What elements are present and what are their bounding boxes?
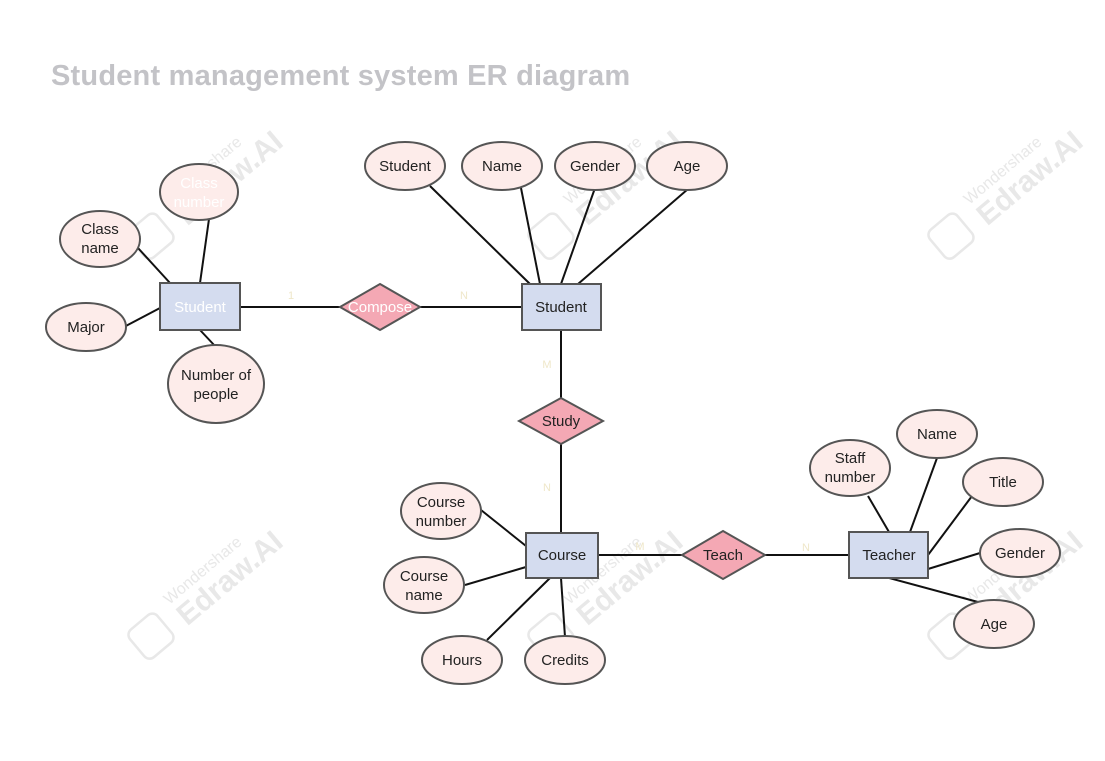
line-course-hours xyxy=(486,577,551,641)
attribute-course-number-line1: Course xyxy=(417,494,465,511)
attribute-student-number-label: Student xyxy=(379,158,432,175)
attribute-title[interactable]: Title xyxy=(962,457,1044,507)
entity-class[interactable]: Student xyxy=(159,282,241,331)
watermark-4: Wondershare Edraw.AI xyxy=(127,525,289,660)
attribute-number-of-people-line2: people xyxy=(193,386,238,403)
attribute-student-number[interactable]: Student xyxy=(364,141,446,191)
line-teacher-name xyxy=(909,457,938,533)
attribute-class-number[interactable]: Class number xyxy=(159,163,239,221)
line-course-credits xyxy=(560,577,566,638)
attribute-teacher-gender-label: Gender xyxy=(995,545,1045,562)
attribute-teacher-name-label: Name xyxy=(917,426,957,443)
attribute-student-age-label: Age xyxy=(674,158,701,175)
cardinality-study-course: N xyxy=(543,482,551,494)
cardinality-compose-student: N xyxy=(460,290,468,302)
entity-course[interactable]: Course xyxy=(525,532,599,579)
cardinality-teach-teacher: N xyxy=(802,542,810,554)
line-student-studentno xyxy=(429,185,531,285)
attribute-course-name[interactable]: Course name xyxy=(383,556,465,614)
attribute-course-number[interactable]: Course number xyxy=(400,482,482,540)
attribute-hours[interactable]: Hours xyxy=(421,635,503,685)
entity-teacher[interactable]: Teacher xyxy=(848,531,929,579)
cardinality-study-student: M xyxy=(542,359,551,371)
line-teacher-gender xyxy=(927,552,981,570)
line-teacher-age xyxy=(888,577,979,603)
attribute-student-age[interactable]: Age xyxy=(646,141,728,191)
attribute-major[interactable]: Major xyxy=(45,302,127,352)
attribute-hours-label: Hours xyxy=(442,652,482,669)
line-class-classnumber xyxy=(199,218,210,284)
attribute-course-name-line2: name xyxy=(405,587,443,604)
line-teacher-title xyxy=(927,495,973,556)
attribute-student-name-label: Name xyxy=(482,158,522,175)
watermark-3: Wondershare Edraw.AI xyxy=(927,125,1089,260)
attribute-class-name-line2: name xyxy=(81,240,119,257)
line-class-classname xyxy=(137,247,171,284)
relation-compose[interactable]: Compose xyxy=(337,282,423,332)
attribute-teacher-age-label: Age xyxy=(981,616,1008,633)
attribute-student-gender-label: Gender xyxy=(570,158,620,175)
attribute-student-name[interactable]: Name xyxy=(461,141,543,191)
attribute-number-of-people[interactable]: Number of people xyxy=(167,344,265,424)
attribute-teacher-name[interactable]: Name xyxy=(896,409,978,459)
entity-student-label: Student xyxy=(535,299,588,316)
attribute-teacher-gender[interactable]: Gender xyxy=(979,528,1061,578)
relation-study-label: Study xyxy=(542,413,581,430)
attribute-class-number-line1: Class xyxy=(180,175,218,192)
entity-course-label: Course xyxy=(538,547,586,564)
cardinality-teach-course: M xyxy=(635,541,644,553)
attribute-major-label: Major xyxy=(67,319,105,336)
attribute-student-gender[interactable]: Gender xyxy=(554,141,636,191)
attribute-class-name[interactable]: Class name xyxy=(59,210,141,268)
line-student-age xyxy=(577,188,689,285)
attribute-credits[interactable]: Credits xyxy=(524,635,606,685)
watermark-logo-icon xyxy=(127,612,175,660)
watermark-logo-icon xyxy=(527,212,575,260)
attribute-class-number-line2: number xyxy=(174,194,225,211)
attribute-credits-label: Credits xyxy=(541,652,589,669)
watermark-logo-icon xyxy=(927,212,975,260)
cardinality-compose-class: 1 xyxy=(288,290,294,302)
relation-teach[interactable]: Teach xyxy=(680,529,768,581)
entity-teacher-label: Teacher xyxy=(862,547,915,564)
line-class-major xyxy=(123,307,161,328)
attribute-course-number-line2: number xyxy=(416,513,467,530)
attribute-title-label: Title xyxy=(989,474,1017,491)
attribute-teacher-age[interactable]: Age xyxy=(953,599,1035,649)
attribute-course-name-line1: Course xyxy=(400,568,448,585)
line-student-name xyxy=(520,187,541,285)
line-student-gender xyxy=(560,187,596,285)
attribute-staff-number-line1: Staff xyxy=(835,450,866,467)
attribute-class-name-line1: Class xyxy=(81,221,119,238)
line-teacher-staffno xyxy=(867,495,890,533)
line-class-people xyxy=(199,329,216,347)
entity-class-label: Student xyxy=(174,299,227,316)
connector-lines xyxy=(123,185,981,641)
attribute-staff-number-line2: number xyxy=(825,469,876,486)
relation-compose-label: Compose xyxy=(348,299,412,316)
line-course-coursenumber xyxy=(480,509,527,547)
attribute-number-of-people-line1: Number of xyxy=(181,367,252,384)
line-course-coursename xyxy=(464,566,527,586)
relation-study[interactable]: Study xyxy=(516,396,606,446)
diagram-title: Student management system ER diagram xyxy=(51,60,631,92)
entity-student[interactable]: Student xyxy=(521,283,602,331)
relation-teach-label: Teach xyxy=(703,547,743,564)
attribute-staff-number[interactable]: Staff number xyxy=(809,439,891,497)
